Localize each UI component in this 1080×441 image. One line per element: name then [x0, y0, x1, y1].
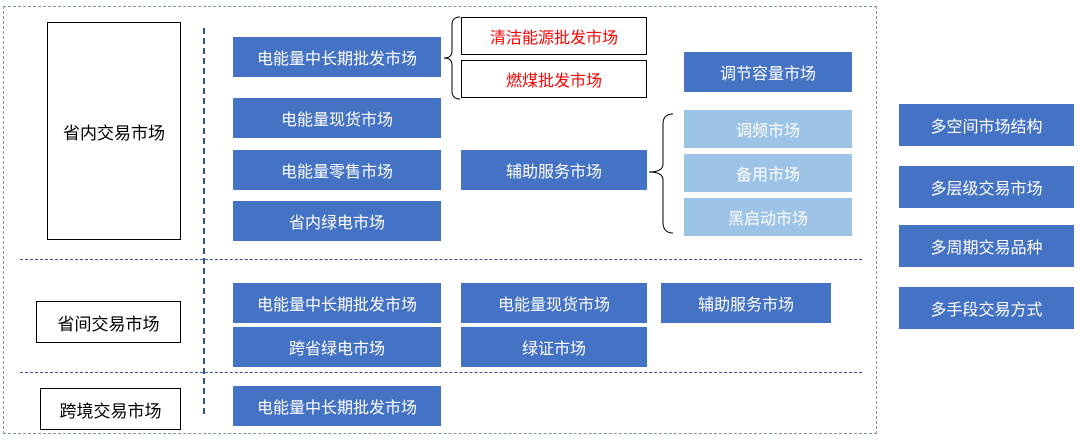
feature-box-spatial: 多空间市场结构: [899, 104, 1074, 146]
category-in-province: 省内交易市场: [47, 22, 181, 240]
box-coal: 燃煤批发市场: [461, 60, 647, 98]
vertical-separator: [203, 28, 205, 414]
category-inter-province: 省间交易市场: [36, 301, 181, 343]
feature-box-levels: 多层级交易市场: [899, 166, 1074, 208]
box-reserve: 备用市场: [684, 154, 852, 192]
box-in-spot: 电能量现货市场: [233, 98, 441, 138]
box-clean-energy: 清洁能源批发市场: [461, 17, 647, 55]
feature-box-methods: 多手段交易方式: [899, 287, 1074, 329]
category-cross-border-label: 跨境交易市场: [59, 401, 162, 422]
box-inter-ancillary: 辅助服务市场: [661, 283, 831, 323]
box-in-ancillary: 辅助服务市场: [461, 150, 647, 190]
feature-box-periods: 多周期交易品种: [899, 225, 1074, 267]
box-cross-border-mid-long-term: 电能量中长期批发市场: [233, 386, 441, 426]
box-in-mid-long-term: 电能量中长期批发市场: [233, 37, 441, 77]
separator-line-1: [20, 259, 862, 260]
brace-ancillary: [648, 113, 674, 234]
box-inter-spot: 电能量现货市场: [461, 283, 647, 323]
separator-line-2: [20, 372, 862, 373]
box-inter-mid-long-term: 电能量中长期批发市场: [233, 283, 441, 323]
diagram-frame: [3, 6, 877, 434]
box-inter-green: 跨省绿电市场: [233, 327, 441, 367]
box-capacity: 调节容量市场: [684, 52, 852, 92]
category-inter-province-label: 省间交易市场: [57, 314, 160, 335]
category-cross-border: 跨境交易市场: [40, 388, 181, 430]
box-black-start: 黑启动市场: [684, 198, 852, 236]
brace-wholesale: [443, 16, 461, 100]
box-in-green: 省内绿电市场: [233, 201, 441, 241]
box-green-certificate: 绿证市场: [461, 327, 647, 367]
box-frequency: 调频市场: [684, 110, 852, 148]
box-in-retail: 电能量零售市场: [233, 150, 441, 190]
category-in-province-label: 省内交易市场: [63, 123, 165, 144]
